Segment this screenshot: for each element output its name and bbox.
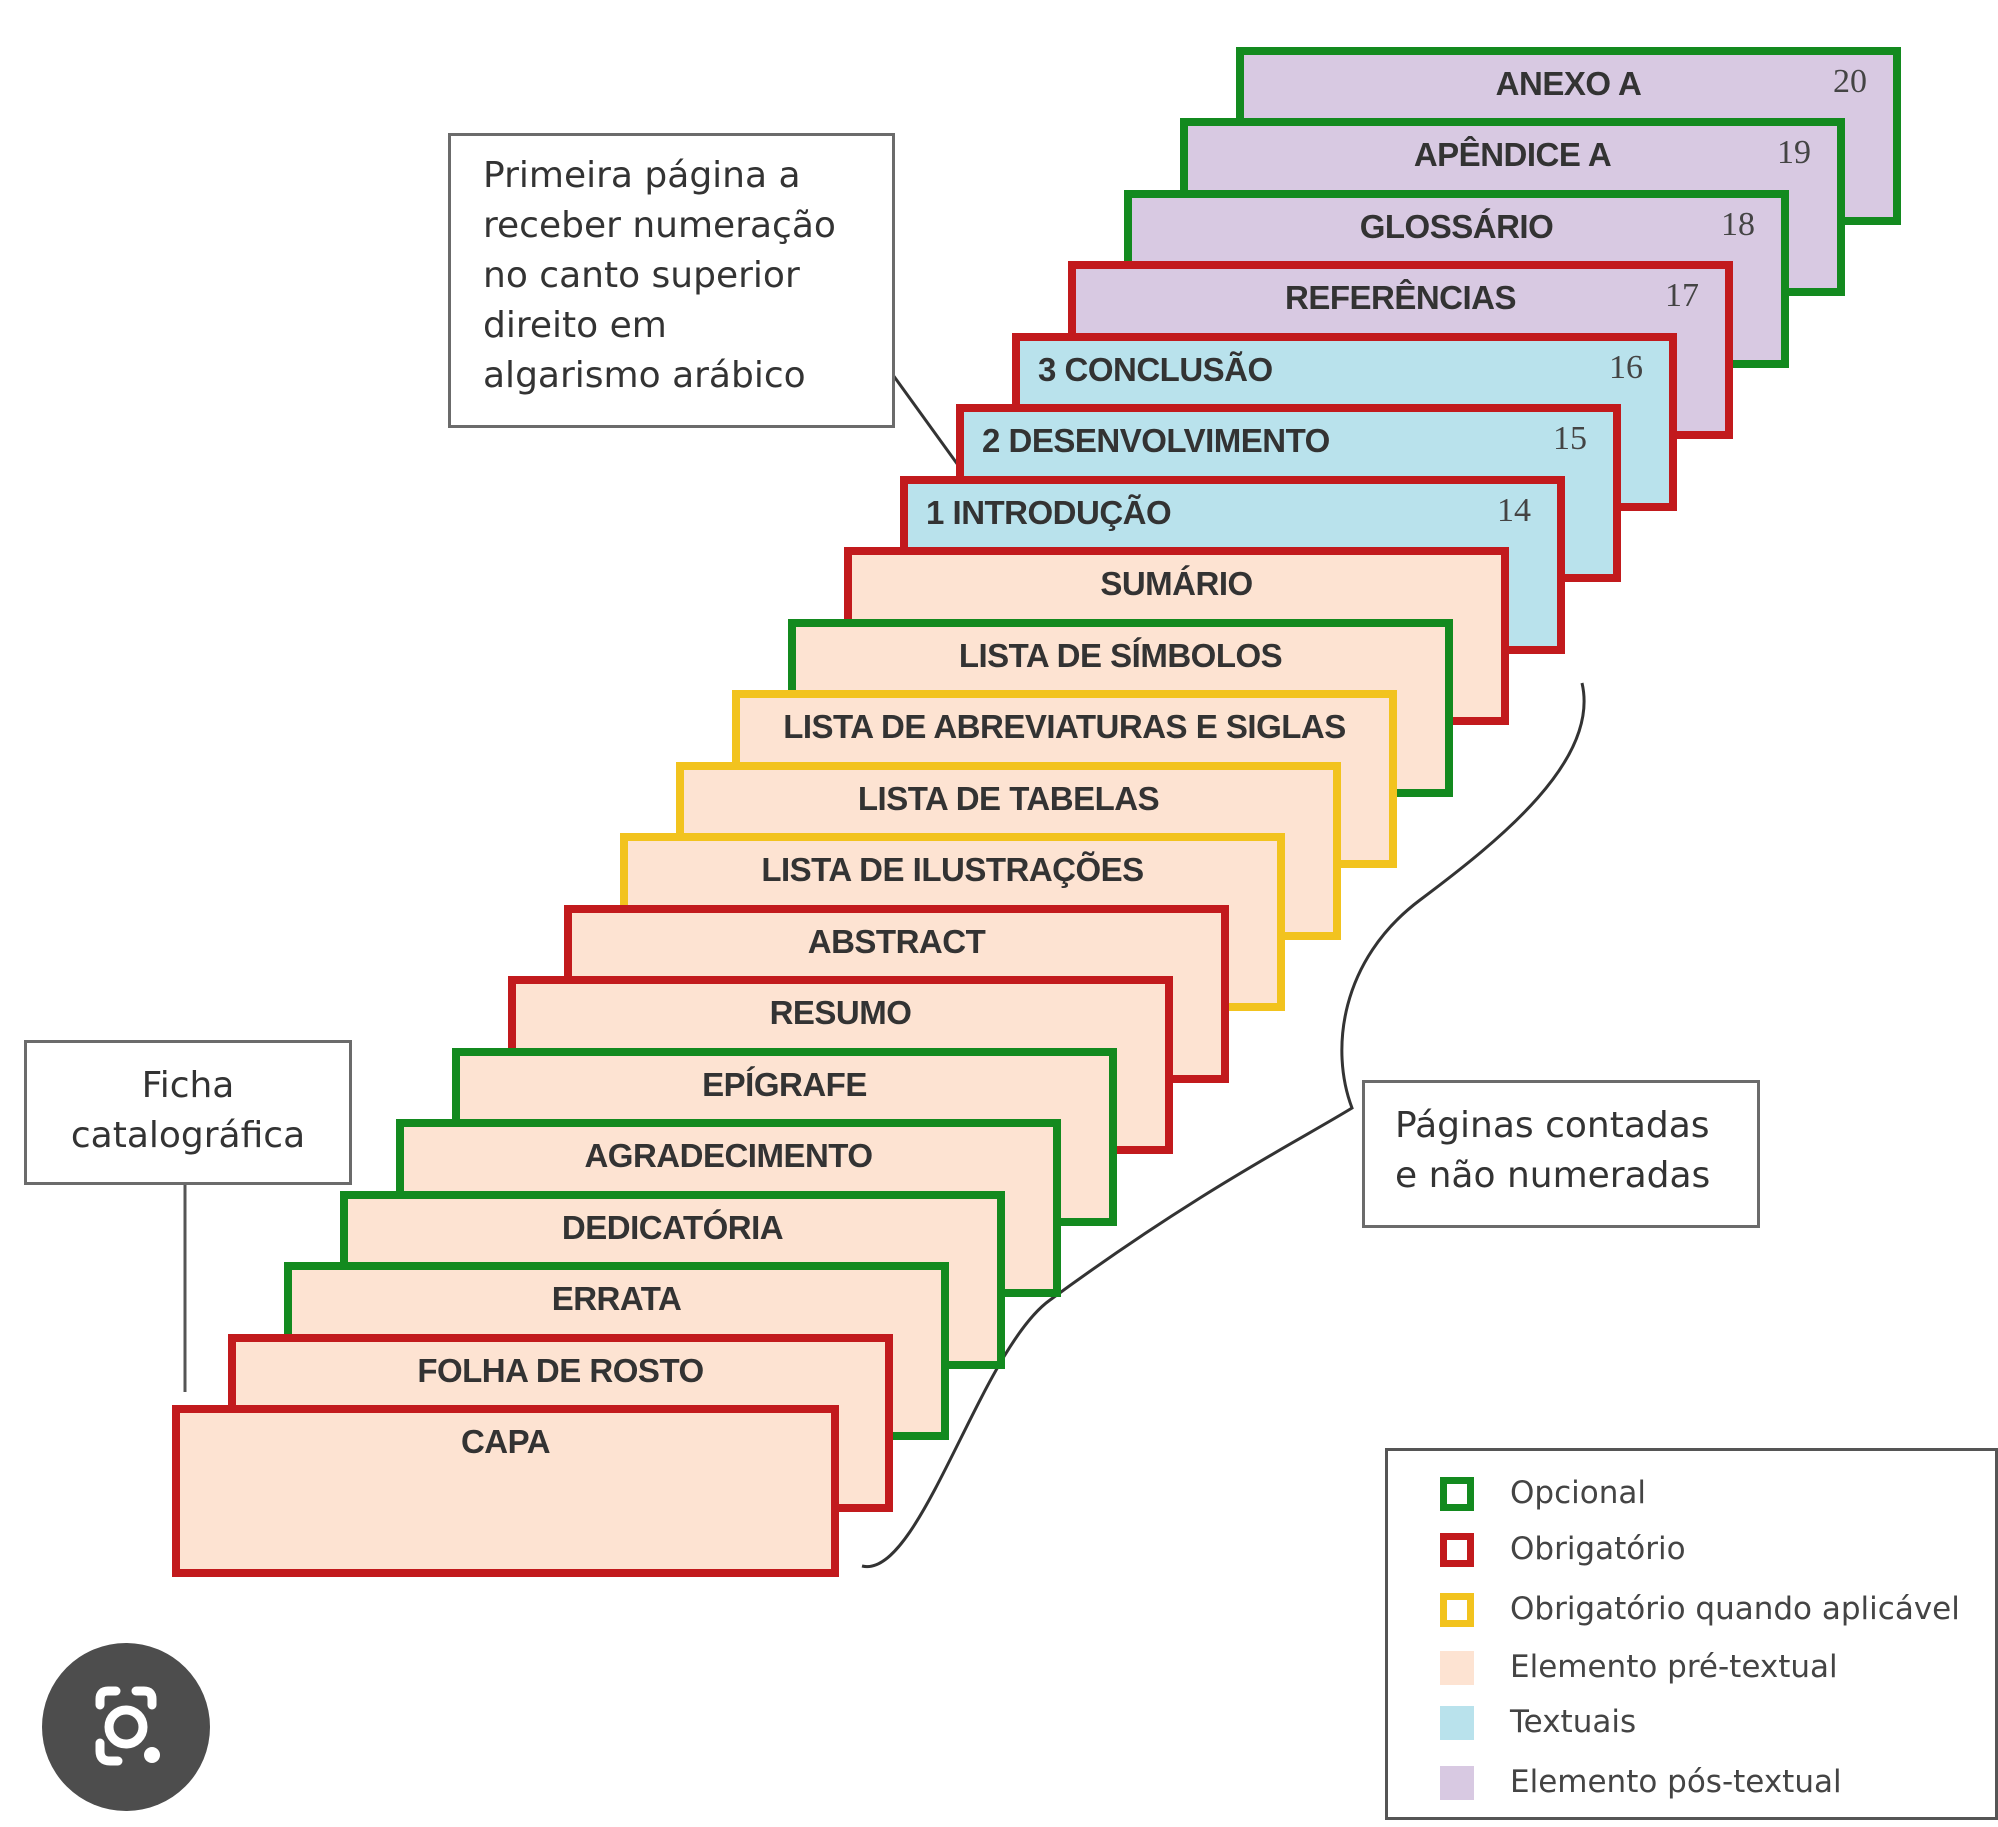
page-label: APÊNDICE A: [1413, 136, 1612, 173]
page-label: LISTA DE TABELAS: [857, 780, 1160, 817]
page-label: CAPA: [460, 1423, 551, 1460]
page-label: ABSTRACT: [807, 923, 986, 960]
page-label: 2 DESENVOLVIMENTO: [982, 422, 1330, 459]
page-number: 19: [1777, 134, 1811, 171]
callout-first-numbered-page: Primeira página a receber numeração no c…: [448, 133, 895, 428]
page-label: LISTA DE ABREVIATURAS E SIGLAS: [783, 708, 1346, 745]
page-label: LISTA DE SÍMBOLOS: [958, 637, 1283, 674]
callout-counted-pages: Páginas contadas e não numeradas: [1362, 1080, 1760, 1228]
page-label: ERRATA: [551, 1280, 682, 1317]
page-number: 15: [1553, 420, 1587, 457]
callout-line: Ficha: [141, 1065, 235, 1106]
page-label: AGRADECIMENTO: [584, 1137, 873, 1174]
callout-line: catalográfica: [70, 1115, 306, 1156]
callout-line: no canto superior: [483, 255, 800, 296]
page-label: GLOSSÁRIO: [1359, 208, 1554, 245]
page-label: 3 CONCLUSÃO: [1038, 351, 1273, 388]
callout-line: receber numeração: [483, 205, 836, 246]
legend-label: Opcional: [1510, 1475, 1646, 1511]
callout-pointer-first-numbered: [891, 374, 960, 466]
google-lens-icon[interactable]: [42, 1643, 210, 1811]
page-label: FOLHA DE ROSTO: [417, 1352, 704, 1389]
legend-swatch: [1440, 1533, 1474, 1567]
legend-swatch: [1440, 1477, 1474, 1511]
legend-label: Elemento pré-textual: [1510, 1649, 1838, 1685]
callout-line: Primeira página a: [483, 155, 801, 196]
page-number: 14: [1497, 492, 1531, 529]
legend-label: Elemento pós-textual: [1510, 1764, 1842, 1800]
callout-line: e não numeradas: [1395, 1155, 1711, 1196]
legend-swatch: [1440, 1651, 1474, 1685]
page-number: 16: [1609, 349, 1643, 386]
legend-swatch: [1440, 1766, 1474, 1800]
page-number: 18: [1721, 206, 1755, 243]
legend-swatch: [1440, 1706, 1474, 1740]
callout-line: algarismo arábico: [483, 355, 806, 396]
legend-label: Obrigatório quando aplicável: [1510, 1591, 1960, 1627]
camera-search-icon: [95, 1686, 160, 1766]
legend-label: Obrigatório: [1510, 1531, 1686, 1567]
page-label: ANEXO A: [1495, 65, 1642, 102]
page-label: EPÍGRAFE: [702, 1066, 867, 1103]
callout-ficha-catalografica: Ficha catalográfica: [24, 1040, 352, 1185]
page-capa: CAPA: [172, 1405, 839, 1577]
callout-line: direito em: [483, 305, 667, 346]
page-number: 20: [1833, 63, 1867, 100]
page-label: REFERÊNCIAS: [1284, 279, 1517, 316]
page-number: 17: [1665, 277, 1699, 314]
page-label: DEDICATÓRIA: [561, 1209, 784, 1246]
page-label: RESUMO: [769, 994, 912, 1031]
page-label: SUMÁRIO: [1100, 565, 1253, 602]
page-label: LISTA DE ILUSTRAÇÕES: [761, 851, 1144, 888]
legend-swatch: [1440, 1593, 1474, 1627]
callout-line: Páginas contadas: [1395, 1105, 1710, 1146]
legend-label: Textuais: [1510, 1704, 1637, 1740]
page-label: 1 INTRODUÇÃO: [926, 494, 1172, 531]
